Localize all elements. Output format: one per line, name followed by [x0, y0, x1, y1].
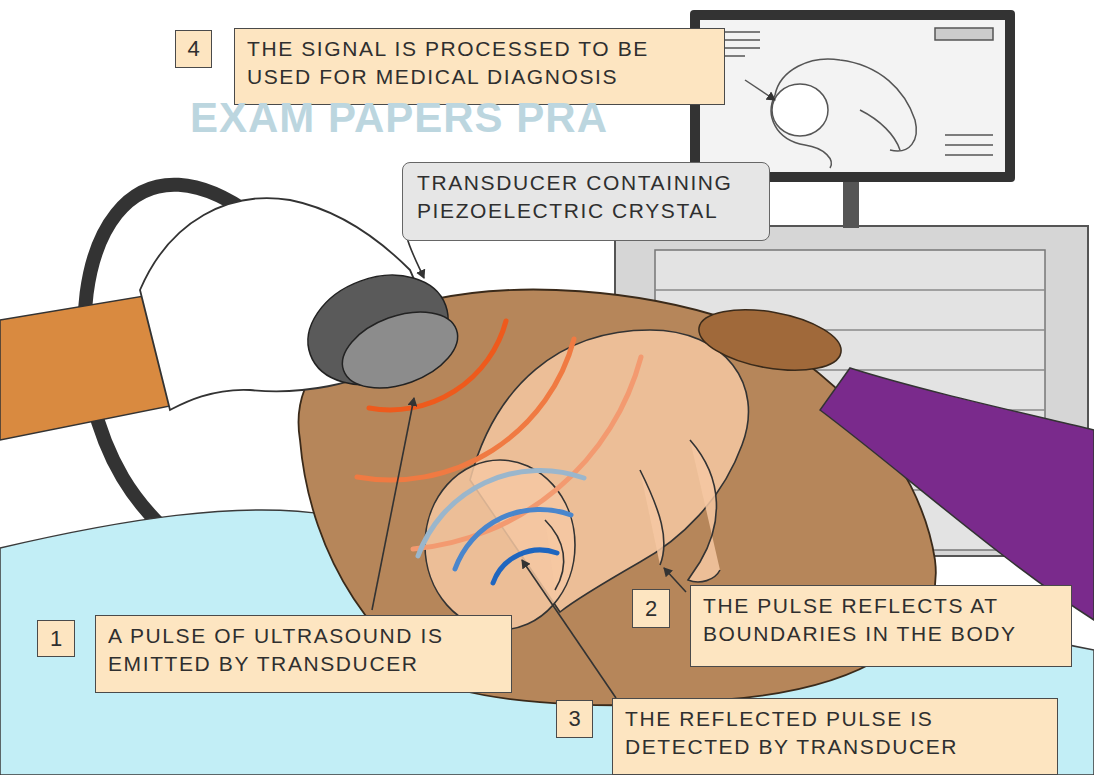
callout-number: 2 [632, 589, 670, 628]
part-label-box: TRANSDUCER CONTAINING PIEZOELECTRIC CRYS… [402, 162, 770, 241]
monitor-frame [690, 10, 1015, 182]
callout-number-text: 2 [645, 594, 657, 624]
monitor-stand [843, 182, 859, 228]
callout-number: 4 [175, 30, 212, 68]
step-box: THE REFLECTED PULSE IS DETECTED BY TRANS… [612, 698, 1058, 775]
label-text: THE PULSE REFLECTS AT BOUNDARIES IN THE … [703, 592, 1059, 649]
watermark: EXAM PAPERS PRA [190, 94, 608, 142]
label-text: A PULSE OF ULTRASOUND IS EMITTED BY TRAN… [108, 622, 499, 679]
step-box: THE SIGNAL IS PROCESSED TO BE USED FOR M… [234, 28, 725, 105]
right-sleeve [820, 368, 1094, 620]
right-hand [694, 300, 846, 380]
callout-number-text: 1 [50, 624, 62, 654]
transducer-face [332, 298, 468, 403]
label-text: THE SIGNAL IS PROCESSED TO BE USED FOR M… [247, 35, 712, 92]
step-box: THE PULSE REFLECTS AT BOUNDARIES IN THE … [690, 585, 1072, 667]
reflected-pulse [418, 470, 584, 583]
step-box: A PULSE OF ULTRASOUND IS EMITTED BY TRAN… [95, 615, 512, 693]
callout-number: 3 [556, 700, 593, 738]
callout-number-text: 4 [187, 34, 199, 64]
monitor-screen [700, 20, 1005, 172]
screen-image [710, 28, 993, 168]
callout-number-text: 3 [568, 704, 580, 734]
label-text: THE REFLECTED PULSE IS DETECTED BY TRANS… [625, 705, 1045, 762]
callout-number: 1 [37, 620, 75, 657]
label-text: TRANSDUCER CONTAINING PIEZOELECTRIC CRYS… [417, 169, 755, 226]
